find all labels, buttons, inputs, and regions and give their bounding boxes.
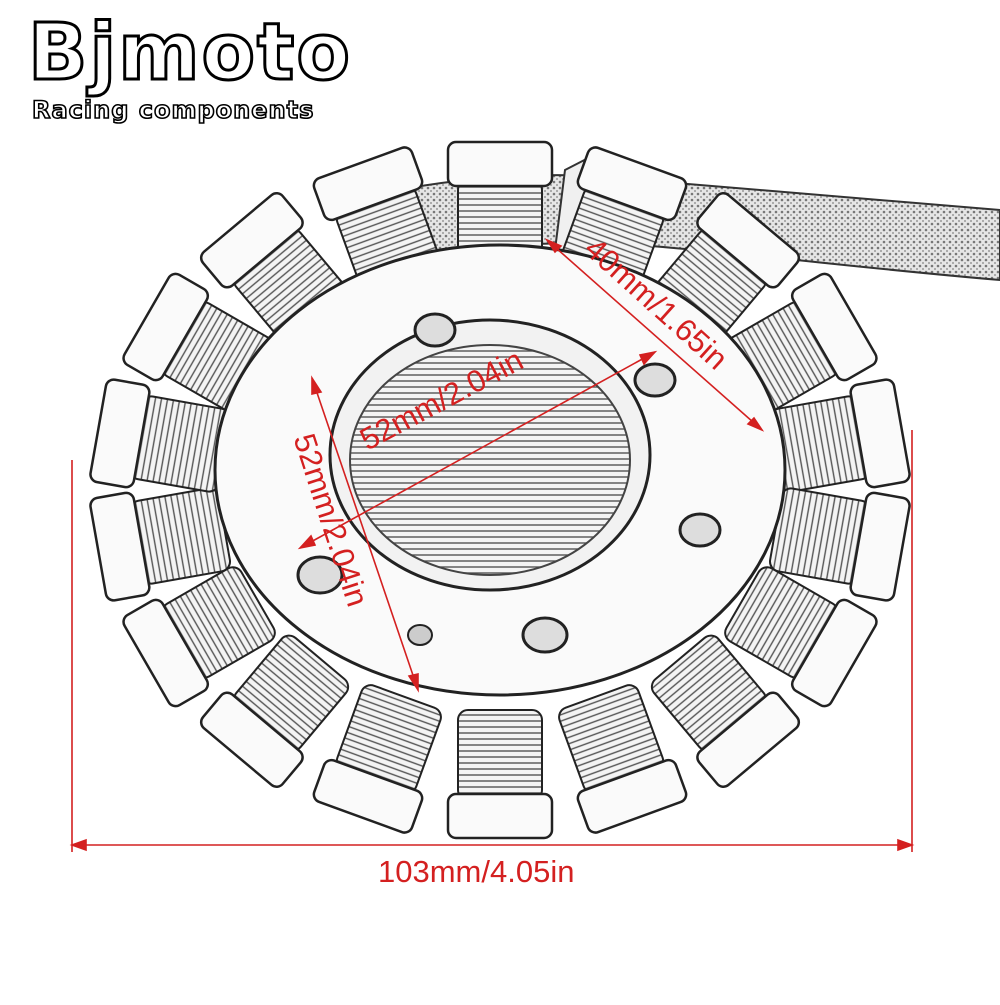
- coil-tooth: [89, 378, 231, 493]
- arrowhead: [69, 838, 87, 852]
- arrowhead: [638, 350, 658, 366]
- label-overall-width: 103mm/4.05in: [378, 854, 575, 889]
- coil-tooth: [558, 684, 688, 834]
- brand-logo: Bjmoto: [27, 8, 352, 98]
- dimension-lines: [69, 238, 915, 852]
- coil-tooth: [769, 378, 911, 493]
- coil-teeth: [89, 140, 911, 840]
- bolt-hole: [678, 512, 722, 548]
- coil-tooth: [650, 634, 801, 788]
- coil-tooth: [312, 684, 442, 834]
- coil-tooth: [89, 487, 231, 602]
- arrowhead: [746, 416, 765, 432]
- coil-tooth: [724, 566, 878, 708]
- arrowhead: [407, 673, 419, 693]
- bolt-hole: [296, 555, 344, 595]
- coil-tooth: [446, 709, 554, 840]
- bolt-hole: [413, 312, 457, 348]
- dimension-line-bolt-spacing: [546, 239, 763, 431]
- arrowhead: [897, 838, 915, 852]
- bolt-hole: [521, 616, 569, 654]
- coil-tooth: [769, 487, 911, 602]
- dimension-line-inner-vertical: [311, 377, 419, 691]
- coil-tooth: [724, 272, 878, 414]
- arrowhead: [544, 238, 563, 254]
- coil-tooth: [122, 566, 276, 708]
- bolt-hole: [633, 362, 677, 398]
- arrowhead: [311, 375, 323, 395]
- arrowhead: [297, 534, 317, 550]
- brand-tagline: Racing components: [31, 96, 315, 124]
- coil-tooth: [199, 634, 350, 788]
- bolt-hole: [407, 624, 433, 646]
- stator-hub: [213, 243, 787, 697]
